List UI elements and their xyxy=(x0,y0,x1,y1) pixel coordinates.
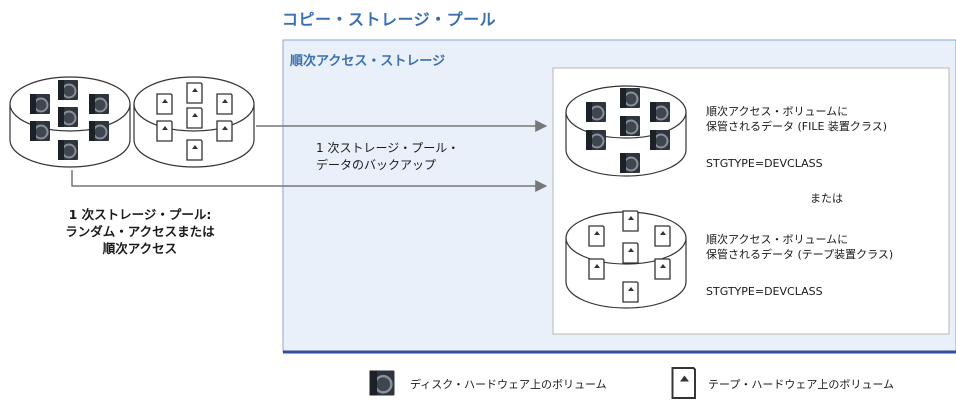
primary-pool-label: 1 次ストレージ・プール: ランダム・アクセスまたは 順次アクセス xyxy=(22,206,258,257)
copy-file-pool-cylinder xyxy=(565,85,687,177)
legend-tape-label: テープ・ハードウェア上のボリューム xyxy=(708,378,895,391)
tape-pool-desc-line2: 保管されるデータ (テープ装置クラス) xyxy=(706,248,894,261)
backup-arrow-label-line2: データのバックアップ xyxy=(316,158,437,172)
backup-arrow-label: 1 次ストレージ・プール・ データのバックアップ xyxy=(316,140,459,174)
tape-pool-stgtype: STGTYPE=DEVCLASS xyxy=(706,285,823,298)
primary-tape-pool-cylinder xyxy=(133,76,255,168)
legend-disk-label: ディスク・ハードウェア上のボリューム xyxy=(410,378,607,391)
primary-disk-pool-cylinder xyxy=(9,76,131,168)
legend-disk-icon xyxy=(369,370,395,396)
primary-pool-label-line2: ランダム・アクセスまたは xyxy=(65,224,215,239)
tape-pool-description: 順次アクセス・ボリュームに 保管されるデータ (テープ装置クラス) xyxy=(706,232,893,262)
copy-tape-pool-cylinder xyxy=(565,210,687,309)
primary-pool-label-line1: 1 次ストレージ・プール: xyxy=(68,207,212,222)
file-pool-stgtype: STGTYPE=DEVCLASS xyxy=(706,157,823,170)
primary-pool-label-line3: 順次アクセス xyxy=(102,241,178,256)
backup-arrow-label-line1: 1 次ストレージ・プール・ xyxy=(316,141,460,155)
file-pool-description: 順次アクセス・ボリュームに 保管されるデータ (FILE 装置クラス) xyxy=(706,104,887,134)
backup-arrow-bottom xyxy=(71,170,548,192)
copy-pool-title: コピー・ストレージ・プール xyxy=(282,10,497,29)
tape-pool-desc-line1: 順次アクセス・ボリュームに xyxy=(706,233,849,246)
legend-tape-icon xyxy=(671,367,696,399)
or-label: または xyxy=(810,192,843,205)
sequential-storage-label: 順次アクセス・ストレージ xyxy=(290,54,446,69)
file-pool-desc-line1: 順次アクセス・ボリュームに xyxy=(706,105,849,118)
file-pool-desc-line2: 保管されるデータ (FILE 装置クラス) xyxy=(706,120,888,133)
